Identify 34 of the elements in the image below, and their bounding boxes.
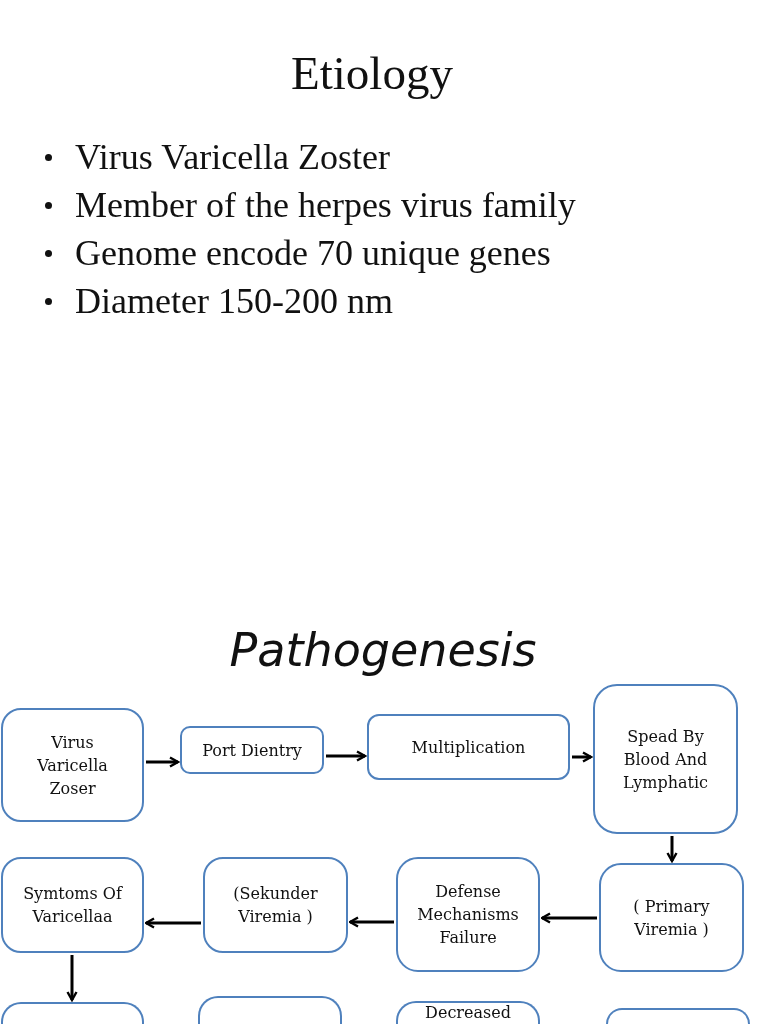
arrow	[66, 955, 78, 1002]
process-box	[1, 708, 144, 822]
arrow	[666, 836, 678, 863]
arrow	[348, 916, 394, 928]
node-text: Spead By Blood And Lymphatic	[621, 725, 710, 794]
process-box	[180, 726, 324, 774]
process-box	[198, 996, 342, 1024]
bullet-text: Genome encode 70 unique genes	[75, 232, 551, 275]
node-text: Multiplication	[411, 736, 526, 759]
process-box	[203, 857, 348, 953]
process-box	[606, 1008, 750, 1024]
process-box	[1, 857, 144, 953]
bullet-text: Diameter 150-200 nm	[75, 280, 393, 323]
process-box	[1, 1002, 144, 1024]
node-text: Port Dientry	[202, 739, 302, 762]
process-box	[367, 714, 570, 780]
node-text: Symtoms Of Varicellaa	[22, 883, 124, 928]
slide-heading: Etiology	[291, 50, 453, 97]
arrow	[326, 750, 367, 762]
process-box	[396, 1001, 540, 1024]
arrow	[146, 756, 180, 768]
node-text: ( Primary Viremia )	[632, 895, 711, 941]
arrow	[572, 751, 593, 763]
bullet-text: Member of the herpes virus family	[75, 184, 576, 227]
arrow	[144, 917, 201, 929]
arrow	[540, 912, 597, 924]
node-text: Virus Varicella Zoser	[36, 731, 109, 800]
node-text: Decreased	[425, 1003, 511, 1022]
node-text: Defense Mechanisms Failure	[416, 881, 520, 949]
node-text: (Sekunder Viremia )	[232, 883, 319, 928]
process-box	[593, 684, 738, 834]
process-box	[599, 863, 744, 972]
process-box	[396, 857, 540, 972]
bullet-text: Virus Varicella Zoster	[75, 136, 391, 179]
